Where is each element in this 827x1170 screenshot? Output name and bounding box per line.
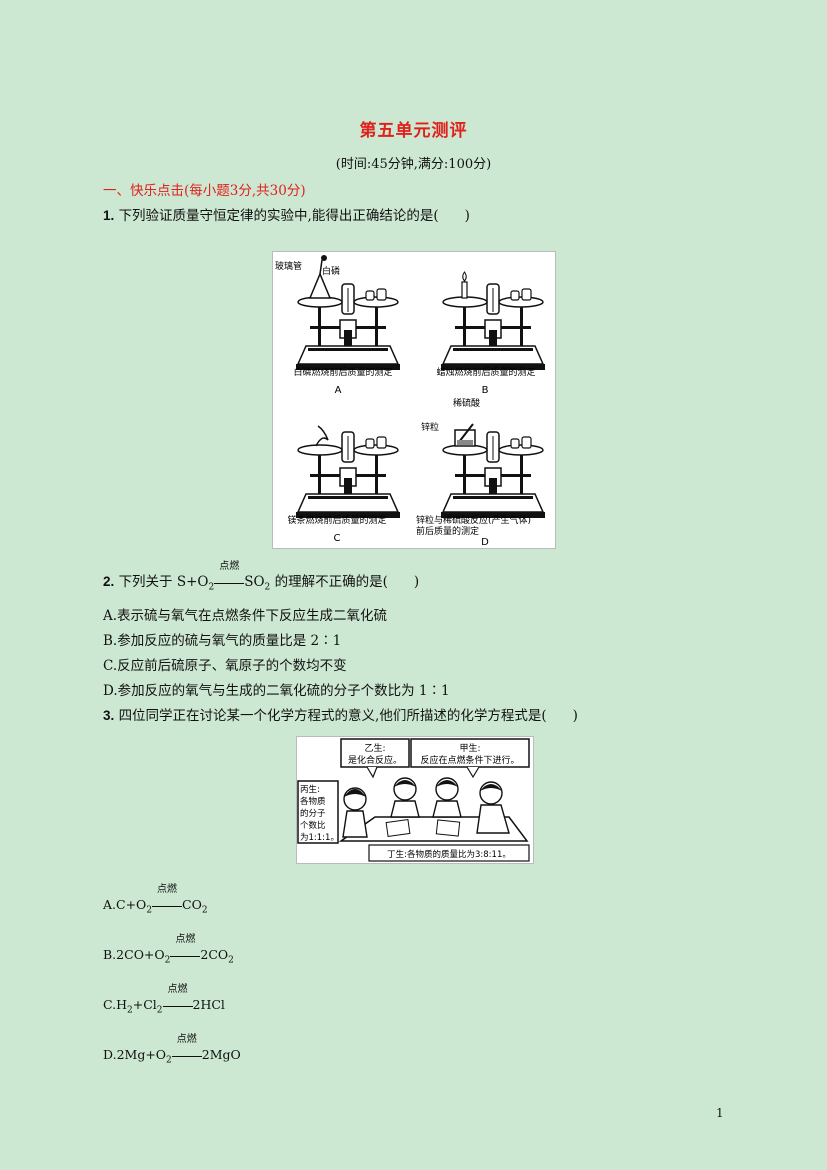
- q2-option-c: C.反应前后硫原子、氧原子的个数均不变: [103, 658, 347, 674]
- letter-b: B: [482, 385, 489, 396]
- caption-d: 锌粒与稀硫酸反应(产生气体): [416, 514, 531, 526]
- student-bing-label: 丙生:: [300, 784, 320, 795]
- glass-tube-label: 玻璃管: [275, 260, 302, 272]
- white-phosphorus-label: 白磷: [322, 265, 340, 277]
- students-discussion-figure: 乙生: 是化合反应。 甲生: 反应在点燃条件下进行。 丙生: 各物质 的分子 个…: [296, 736, 534, 864]
- student-jia-label: 甲生:: [459, 742, 480, 754]
- question-number: 3.: [103, 708, 115, 723]
- student-yi-label: 乙生:: [364, 742, 385, 754]
- svg-text:各物质: 各物质: [300, 796, 326, 807]
- question-number: 2.: [103, 574, 115, 589]
- section-heading: 一、快乐点击(每小题3分,共30分): [103, 183, 306, 199]
- zinc-label: 锌粒: [421, 421, 439, 433]
- q2-option-a: A.表示硫与氧气在点燃条件下反应生成二氧化硫: [103, 608, 388, 624]
- q2-option-b: B.参加反应的硫与氧气的质量比是 2∶1: [103, 633, 342, 649]
- student-jia-text: 反应在点燃条件下进行。: [420, 754, 519, 766]
- balance-c: [295, 425, 401, 519]
- balance-d: [440, 423, 546, 519]
- svg-text:个数比: 个数比: [300, 820, 326, 831]
- balance-a: [295, 255, 401, 371]
- balance-experiments-figure: 玻璃管 白磷 白磷燃烧前后质量的测定 A 蜡烛燃烧前后质量的测定 B 镁条燃烧前…: [272, 251, 556, 549]
- page-number: 1: [716, 1106, 724, 1120]
- question-text: 下列验证质量守恒定律的实验中,能得出正确结论的是(: [118, 208, 439, 224]
- svg-text:的分子: 的分子: [300, 808, 326, 819]
- balance-b: [440, 271, 546, 371]
- reaction-condition: 点燃: [214, 562, 245, 590]
- caption-a: 白磷燃烧前后质量的测定: [293, 366, 392, 378]
- student-ding-text: 丁生:各物质的质量比为3:8:11。: [387, 849, 511, 860]
- student-yi-text: 是化合反应。: [348, 754, 402, 766]
- q2-option-d: D.参加反应的氧气与生成的二氧化硫的分子个数比为 1∶1: [103, 683, 450, 699]
- caption-c: 镁条燃烧前后质量的测定: [287, 514, 386, 526]
- caption-d-line2: 前后质量的测定: [416, 525, 479, 537]
- dilute-acid-label: 稀硫酸: [453, 397, 480, 409]
- letter-d: D: [481, 537, 489, 548]
- letter-a: A: [335, 385, 342, 396]
- svg-text:为1:1:1。: 为1:1:1。: [300, 832, 339, 843]
- question-number: 1.: [103, 208, 115, 223]
- page-title: 第五单元测评: [359, 121, 468, 141]
- question-1: 1. 下列验证质量守恒定律的实验中,能得出正确结论的是(): [103, 208, 470, 224]
- caption-b: 蜡烛燃烧前后质量的测定: [436, 366, 535, 378]
- question-3: 3. 四位同学正在讨论某一个化学方程式的意义,他们所描述的化学方程式是(): [103, 708, 578, 724]
- letter-c: C: [334, 533, 341, 544]
- test-info: (时间:45分钟,满分:100分): [335, 157, 492, 172]
